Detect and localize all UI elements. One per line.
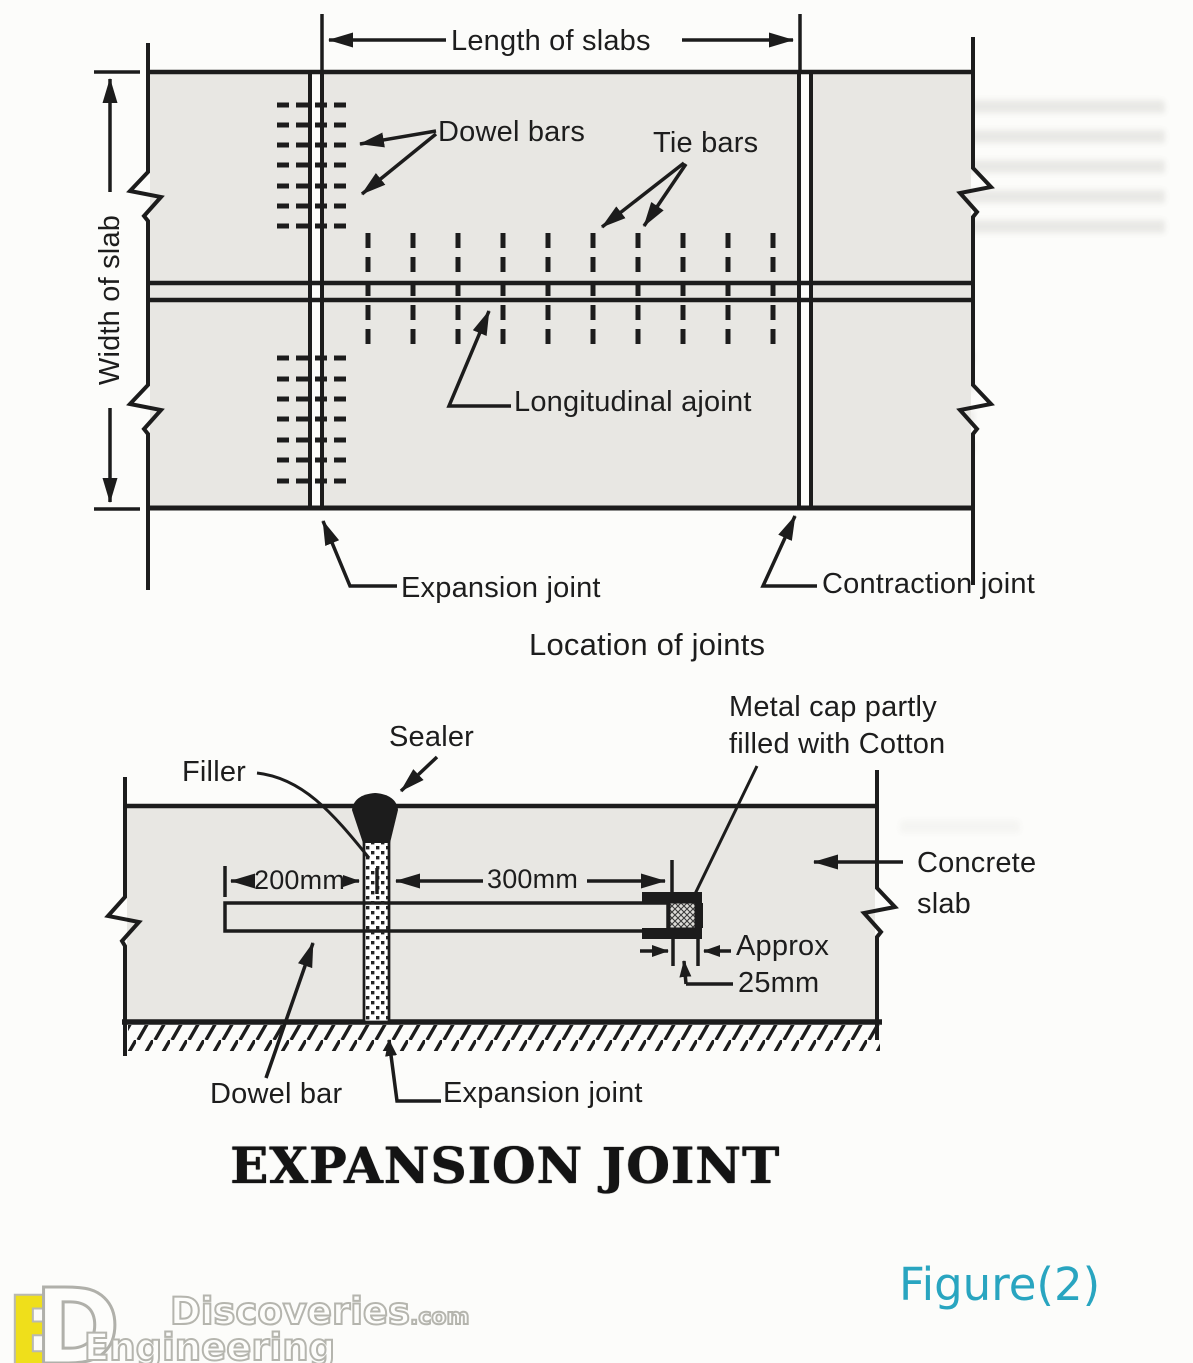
contraction-joint-leader [760, 515, 817, 588]
dowel-bar-arrow [264, 942, 315, 1079]
longitudinal-joint-label: Longitudinal ajoint [514, 386, 752, 418]
metal-cap-label: Metal cap partly filled with Cotton [729, 689, 945, 763]
left-break-edge [104, 777, 143, 1056]
logo-letter-d: D [32, 1265, 121, 1363]
dowel-bar-label: Dowel bar [210, 1078, 343, 1110]
tie-bars-dashes [365, 233, 776, 348]
approx-label: Approx [736, 930, 830, 962]
tie-bars-arrow-1 [600, 161, 686, 229]
sealer-label: Sealer [389, 721, 475, 753]
concrete-slab-label-line1: Concrete [917, 847, 1037, 879]
tie-bars-arrow-2 [642, 163, 688, 227]
contraction-joint-label: Contraction joint [822, 568, 1035, 600]
tie-bars-label: Tie bars [653, 127, 759, 159]
bleedthrough-text-ghost [900, 820, 1020, 840]
contraction-joint-lines [797, 72, 813, 508]
expansion-joint-label-plan: Expansion joint [401, 572, 601, 604]
dim-300mm [395, 860, 674, 897]
concrete-slab-label-line2: slab [917, 888, 971, 920]
figure-caption: Figure(2) [899, 1258, 1101, 1311]
plan-view-caption: Location of joints [529, 627, 766, 662]
expansion-joint-label-section: Expansion joint [443, 1077, 643, 1109]
expansion-joint-leader [321, 520, 397, 588]
dim-200mm [223, 866, 379, 897]
width-of-slab-label: Width of slab [94, 214, 126, 386]
dim-25mm [640, 938, 733, 986]
dim-25mm-label: 25mm [738, 967, 820, 999]
logo-brand-text: Discoveries [169, 1289, 411, 1334]
joint-filler-stipple [362, 836, 391, 1024]
length-dimension [320, 14, 802, 70]
right-break-edge [956, 37, 995, 585]
dowel-bars-arrow-2 [360, 132, 438, 196]
expansion-joint-lines [308, 72, 324, 508]
logo-brand-suffix: .com [409, 1304, 470, 1331]
filler-label: Filler [182, 756, 247, 788]
ground-hatching [128, 1025, 880, 1051]
metal-cap-leader [692, 765, 759, 897]
expansion-joint-leader [385, 1039, 441, 1103]
plan-view [94, 14, 995, 590]
dowel-bars-arrow-1 [359, 129, 437, 148]
cross-section [104, 755, 903, 1103]
length-of-slabs-label: Length of slabs [451, 25, 651, 57]
dowel-bars-dashes [277, 102, 347, 484]
metal-cap-label-line1: Metal cap partly [729, 691, 937, 723]
metal-cap [642, 892, 703, 939]
logo-brand: Discoveries.com [169, 1289, 470, 1334]
concrete-slab-label: Concrete slab [917, 843, 1036, 925]
metal-cap-label-line2: filled with Cotton [729, 728, 946, 760]
slab-fills [150, 74, 971, 506]
dim-300mm-label: 300mm [487, 864, 579, 894]
filler-curve [256, 771, 371, 859]
section-title: EXPANSION JOINT [230, 1136, 781, 1195]
longitudinal-joint-leader [446, 310, 511, 408]
right-break-edge [860, 770, 899, 1040]
dim-200mm-label: 200mm [254, 865, 346, 895]
leader-arrows-plan [321, 129, 817, 588]
dowel-bars-label: Dowel bars [438, 116, 586, 148]
cotton-fill [669, 902, 696, 929]
left-break-edge [126, 43, 165, 590]
logo-brand-line2: Engineering [83, 1325, 336, 1363]
dowel-bar [223, 901, 670, 933]
sealer-shape [352, 793, 398, 843]
longitudinal-joint-lines [148, 280, 973, 303]
slab-fill [127, 808, 875, 1022]
leader-arrows-section [256, 755, 903, 1103]
width-dimension [94, 70, 140, 511]
sealer-arrow [399, 755, 439, 793]
logo-letter-e: E [5, 1275, 73, 1363]
